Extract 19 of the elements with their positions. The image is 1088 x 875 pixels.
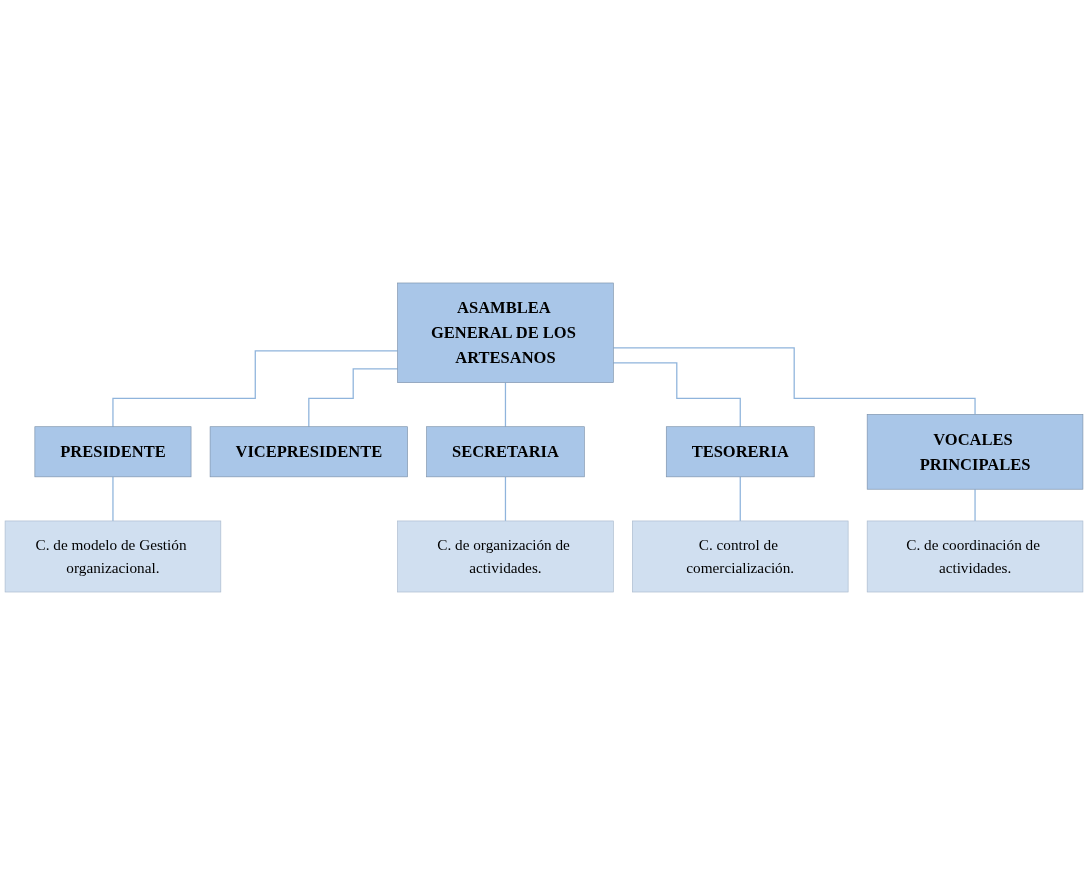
node-box: VICEPRESIDENTE [209,426,408,478]
connector [739,476,741,522]
connector [308,368,399,428]
node-box: VOCALES PRINCIPALES [866,414,1084,490]
connector [612,362,741,428]
connector [504,381,507,428]
connector [974,488,976,522]
node-box: C. de coordinación de actividades. [866,520,1084,593]
node-box: PRESIDENTE [34,426,192,478]
connector [112,476,114,522]
node-box: TESORERIA [665,426,815,478]
connector [612,347,976,415]
node-box: C. de organización de actividades. [397,520,614,593]
node-box: C. control de comercialización. [632,520,849,593]
node-box: ASAMBLEA GENERAL DE LOS ARTESANOS [397,282,614,383]
connector [504,476,507,522]
node-box: C. de modelo de Gestión organizacional. [4,520,222,593]
node-box: SECRETARIA [426,426,585,478]
connector [112,350,399,428]
